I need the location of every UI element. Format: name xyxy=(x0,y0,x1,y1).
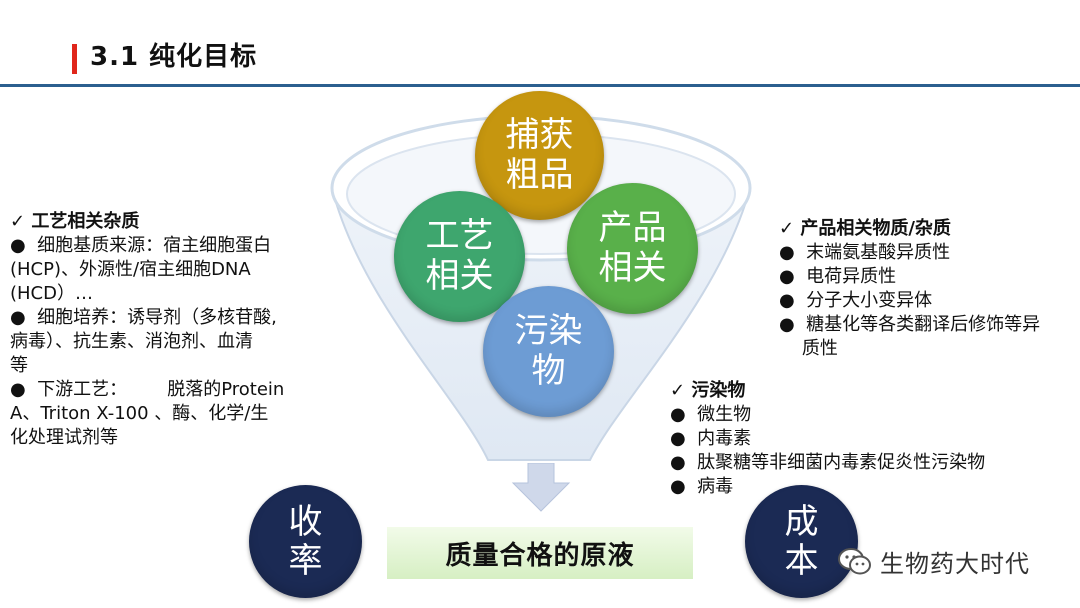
list-item: (HCD）… xyxy=(10,283,93,304)
circle-cost: 成 本 xyxy=(745,485,858,598)
list-item: ● 末端氨基酸异质性 xyxy=(779,242,951,263)
process-impurities-list: ✓ 工艺相关杂质 ● 细胞基质来源：宿主细胞蛋白 (HCP)、外源性/宿主细胞D… xyxy=(10,210,320,450)
circle-contaminants: 污染 物 xyxy=(483,286,614,417)
list-item: ● 糖基化等各类翻译后修饰等异 xyxy=(779,314,1041,335)
title-accent-bar xyxy=(72,44,77,74)
list-item: ● 病毒 xyxy=(670,476,734,497)
down-arrow-icon xyxy=(511,463,571,512)
page-title: 3.1 纯化目标 xyxy=(90,42,258,72)
list-item: ● 微生物 xyxy=(670,404,752,425)
watermark: 生物药大时代 xyxy=(838,544,1030,579)
circle-yield: 收 率 xyxy=(249,485,362,598)
product-impurities-heading: ✓ 产品相关物质/杂质 xyxy=(779,218,951,239)
list-item: ● 分子大小变异体 xyxy=(779,290,933,311)
result-box: 质量合格的原液 xyxy=(387,527,693,579)
circle-capture: 捕获 粗品 xyxy=(475,91,604,220)
list-item: 等 xyxy=(10,355,28,376)
list-item: ● 下游工艺： 脱落的Protein xyxy=(10,379,285,400)
circle-process-related: 工艺 相关 xyxy=(394,191,525,322)
list-item: ● 细胞基质来源：宿主细胞蛋白 xyxy=(10,235,272,256)
list-item: 化处理试剂等 xyxy=(10,427,118,448)
product-impurities-list: ✓ 产品相关物质/杂质 ● 末端氨基酸异质性 ● 电荷异质性 ● 分子大小变异体… xyxy=(779,217,1069,361)
list-item: A、Triton X-100 、酶、化学/生 xyxy=(10,403,269,424)
watermark-text: 生物药大时代 xyxy=(880,550,1030,578)
process-impurities-heading: ✓ 工艺相关杂质 xyxy=(10,211,140,232)
title-divider xyxy=(0,84,1080,87)
list-item: 病毒）、抗生素、消泡剂、血清 xyxy=(10,331,253,352)
list-item: ● 内毒素 xyxy=(670,428,752,449)
list-item: ● 细胞培养：诱导剂（多核苷酸, xyxy=(10,307,277,328)
circle-product-related: 产品 相关 xyxy=(567,183,698,314)
contaminants-heading: ✓ 污染物 xyxy=(670,380,746,401)
list-item: ● 电荷异质性 xyxy=(779,266,897,287)
wechat-icon xyxy=(838,547,871,574)
list-item: 质性 xyxy=(779,338,838,359)
list-item: (HCP)、外源性/宿主细胞DNA xyxy=(10,259,251,280)
contaminants-list: ✓ 污染物 ● 微生物 ● 内毒素 ● 肽聚糖等非细菌内毒素促炎性污染物 ● 病… xyxy=(670,379,1070,499)
list-item: ● 肽聚糖等非细菌内毒素促炎性污染物 xyxy=(670,452,986,473)
